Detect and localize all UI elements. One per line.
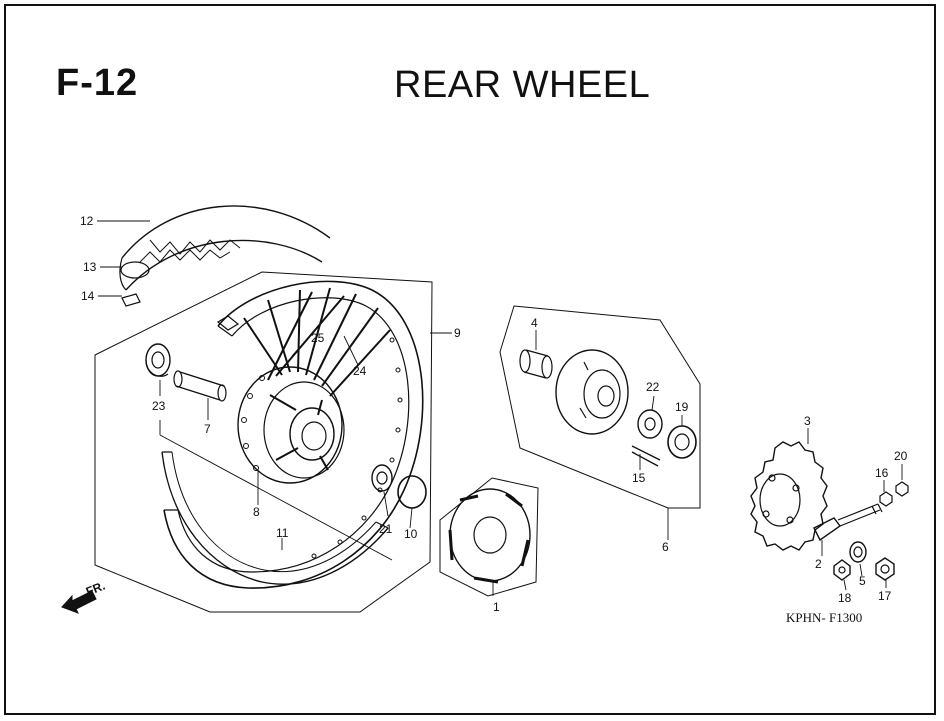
final-driven-sprocket-illustration — [750, 441, 828, 551]
axle-nut-18-illustration — [833, 559, 851, 581]
callout-25: 25 — [311, 331, 325, 345]
collar-illustration — [173, 370, 227, 402]
stud-bolt-illustration — [631, 445, 661, 467]
tire-illustration — [119, 205, 331, 307]
chain-adjuster-illustration — [813, 503, 883, 542]
front-direction-arrow-icon — [61, 590, 97, 614]
driven-flange-illustration — [555, 349, 629, 435]
axle-collar-illustration — [849, 541, 867, 563]
callout-4: 4 — [531, 316, 538, 330]
callout-1: 1 — [493, 600, 500, 614]
callout-17: 17 — [878, 589, 892, 603]
callout-18: 18 — [838, 591, 852, 605]
hub-illustration — [237, 366, 345, 484]
callout-8: 8 — [253, 505, 260, 519]
callout-15: 15 — [632, 471, 646, 485]
flange-collar-illustration — [519, 349, 553, 379]
page-title: REAR WHEEL — [394, 64, 651, 106]
spokes-illustration — [243, 287, 391, 397]
callout-10: 10 — [404, 527, 418, 541]
callout-16: 16 — [875, 466, 889, 480]
axle-nut-17-illustration — [875, 557, 895, 581]
callout-20: 20 — [894, 449, 908, 463]
callout-5: 5 — [859, 574, 866, 588]
callout-9: 9 — [454, 326, 461, 340]
callout-14: 14 — [81, 289, 95, 303]
callout-labels: 1 2 3 4 5 6 7 8 9 10 11 12 13 14 15 16 1… — [80, 214, 908, 614]
flange-bearing-illustration — [637, 409, 663, 439]
callout-12: 12 — [80, 214, 94, 228]
o-ring-illustration — [397, 475, 427, 509]
callout-24: 24 — [353, 364, 367, 378]
flange-group-outline — [499, 305, 701, 509]
nut-20-illustration — [895, 481, 909, 497]
diagram-frame — [4, 4, 936, 715]
oil-seal-illustration — [667, 425, 697, 459]
callout-21: 21 — [379, 522, 393, 536]
damper-rubber-illustration — [448, 488, 531, 584]
section-code: F-12 — [56, 62, 139, 104]
callout-3: 3 — [804, 414, 811, 428]
wheel-group-outline — [94, 271, 433, 613]
front-direction-label: FR. — [84, 579, 107, 599]
callout-6: 6 — [662, 540, 669, 554]
rim-band-illustration — [161, 451, 389, 585]
bearing-left-illustration — [145, 343, 171, 377]
callout-23: 23 — [152, 399, 166, 413]
callout-11: 11 — [276, 526, 289, 540]
callout-2: 2 — [815, 557, 822, 571]
callout-19: 19 — [675, 400, 689, 414]
callout-22: 22 — [646, 380, 660, 394]
callout-7: 7 — [204, 422, 211, 436]
bearing-right-illustration — [371, 464, 393, 492]
reference-code: KPHN- F1300 — [786, 610, 863, 625]
leader-lines — [97, 220, 903, 596]
damper-group-outline — [439, 477, 539, 597]
nut-16-illustration — [879, 491, 893, 507]
callout-13: 13 — [83, 260, 97, 274]
